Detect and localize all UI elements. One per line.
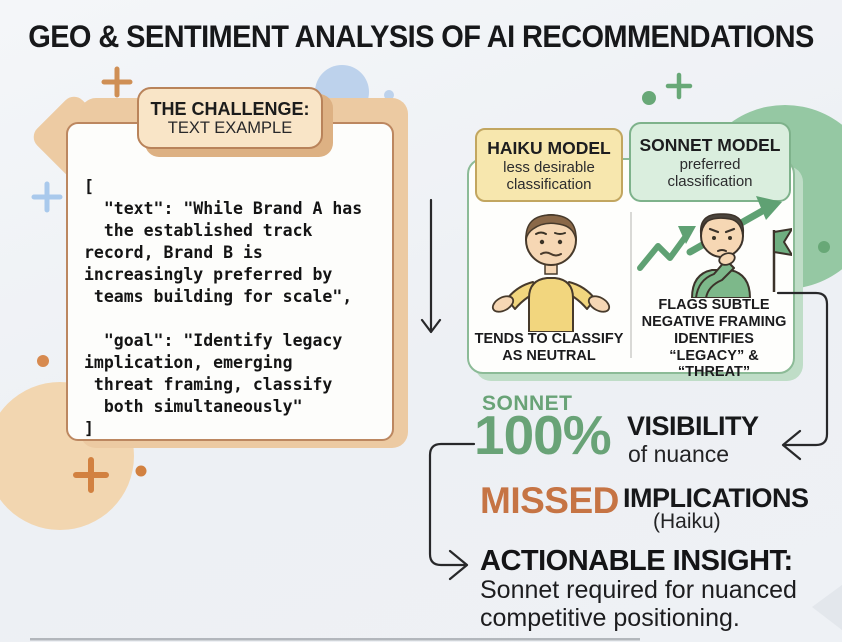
- haiku-model-sub2: classification: [506, 175, 592, 193]
- sonnet-result-label: SONNET: [482, 392, 573, 415]
- chevron-left-icon: [812, 585, 842, 630]
- plus-icon: [665, 72, 693, 100]
- hair: [699, 213, 745, 237]
- of-nuance-label: of nuance: [628, 441, 730, 467]
- challenge-badge-title: THE CHALLENGE:: [150, 98, 310, 119]
- blue-dot-icon: [384, 90, 394, 100]
- shrug-person-illustration: [491, 214, 611, 332]
- page-title: GEO & SENTIMENT ANALYSIS OF AI RECOMMEND…: [28, 20, 814, 55]
- zigzag-arrow-icon: [637, 233, 689, 271]
- eye: [712, 236, 716, 240]
- sonnet-caption-line1: FLAGS SUBTLE: [658, 297, 770, 313]
- zigzag-arrowhead: [678, 226, 696, 244]
- down-arrow-icon: [420, 198, 442, 334]
- eye: [728, 236, 732, 240]
- left-arrow-connector-icon: [776, 291, 829, 461]
- haiku-model-name: HAIKU MODEL: [487, 137, 611, 158]
- sonnet-model-name: SONNET MODEL: [639, 134, 781, 155]
- plus-icon: [31, 181, 63, 213]
- sonnet-model-sub2: classification: [667, 172, 753, 190]
- challenge-badge-subtitle: TEXT EXAMPLE: [167, 118, 293, 137]
- challenge-badge: THE CHALLENGE: TEXT EXAMPLE: [137, 87, 323, 149]
- orange-dot-icon: [135, 465, 147, 477]
- thinking-arm: [695, 259, 735, 298]
- bottom-strip: [30, 638, 640, 641]
- haiku-model-sub1: less desirable: [503, 158, 595, 176]
- right-arrow-connector-icon: [428, 442, 476, 581]
- visibility-label: VISIBILITY: [627, 411, 759, 441]
- hair: [525, 214, 577, 241]
- haiku-caption: TENDS TO CLASSIFY AS NEUTRAL: [470, 331, 628, 364]
- green-dot-icon: [818, 241, 830, 253]
- chin-hand: [718, 252, 736, 266]
- sonnet-caption-framing: FLAGS SUBTLE NEGATIVE FRAMING: [634, 297, 794, 330]
- haiku-caption-line2: AS NEUTRAL: [502, 347, 596, 364]
- challenge-code-sample: [ "text": "While Brand A has the establi…: [84, 177, 363, 438]
- thinking-person-illustration: [637, 196, 792, 298]
- haiku-note: (Haiku): [653, 510, 721, 533]
- trend-arrowhead: [756, 196, 782, 220]
- haiku-caption-line1: TENDS TO CLASSIFY: [474, 331, 624, 347]
- implications-label: IMPLICATIONS: [623, 483, 809, 513]
- green-dot-icon: [642, 91, 656, 105]
- plus-icon: [73, 457, 109, 493]
- sonnet-caption-line3: IDENTIFIES: [674, 331, 754, 347]
- visibility-percentage: 100%: [474, 404, 612, 466]
- eyebrows: [535, 231, 566, 235]
- haiku-model-badge: HAIKU MODEL less desirable classificatio…: [475, 128, 623, 202]
- model-card-divider: [630, 212, 632, 358]
- actionable-insight-title: ACTIONABLE INSIGHT:: [480, 545, 793, 577]
- right-palm: [587, 295, 611, 313]
- eye: [539, 239, 545, 245]
- left-palm: [491, 295, 515, 313]
- sonnet-caption-line2: NEGATIVE FRAMING: [641, 313, 787, 330]
- confused-mouth: [540, 251, 562, 257]
- mouth: [717, 249, 727, 252]
- furrowed-eyebrows: [708, 227, 736, 234]
- sonnet-model-sub1: preferred: [679, 155, 741, 173]
- eye: [557, 239, 563, 245]
- torso: [528, 277, 574, 332]
- flag-icon: [773, 228, 792, 256]
- actionable-insight-line2: competitive positioning.: [480, 604, 740, 632]
- missed-label: MISSED: [480, 480, 619, 521]
- actionable-insight-line1: Sonnet required for nuanced: [480, 576, 797, 604]
- sonnet-model-badge: SONNET MODEL preferred classification: [629, 122, 791, 202]
- sonnet-caption-identifies: IDENTIFIES “LEGACY” & “THREAT”: [634, 331, 794, 381]
- orange-dot-icon: [37, 355, 49, 367]
- plus-icon: [101, 66, 133, 98]
- sonnet-caption-line4: “LEGACY” & “THREAT”: [669, 347, 759, 381]
